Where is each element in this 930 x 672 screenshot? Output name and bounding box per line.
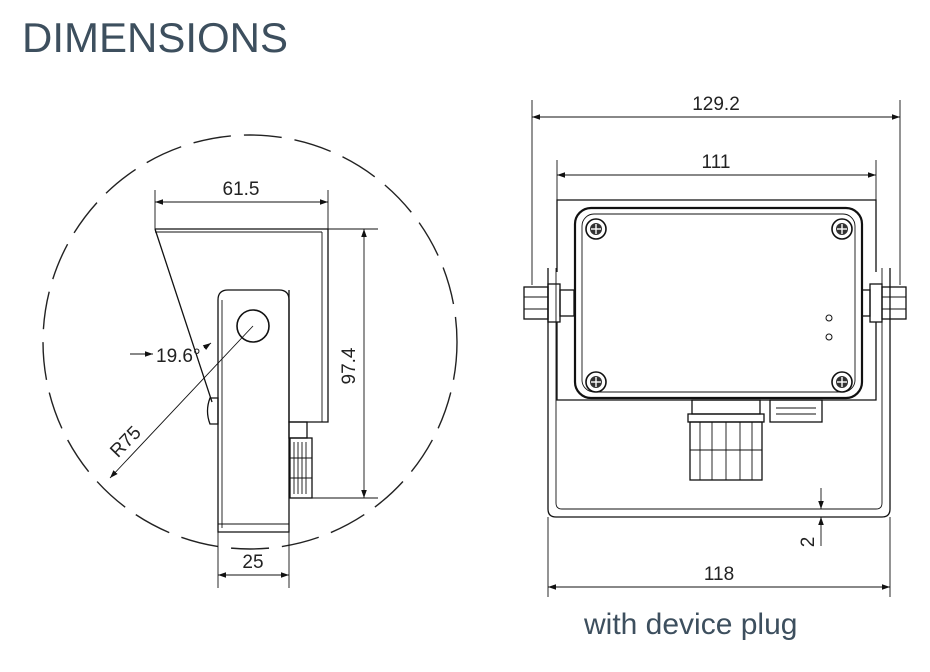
lid-screw-icon bbox=[831, 218, 853, 240]
dim-bracket-width: 118 bbox=[704, 564, 734, 585]
cable-gland bbox=[687, 399, 765, 481]
dim-thickness: 2 bbox=[798, 537, 819, 548]
dim-enclosure-width: 111 bbox=[702, 152, 731, 173]
dim-height: 97.4 bbox=[339, 347, 360, 384]
led-indicator-icon bbox=[825, 333, 833, 341]
u-bracket bbox=[547, 268, 891, 518]
housing-outline bbox=[155, 228, 329, 423]
front-view-caption: with device plug bbox=[584, 608, 798, 641]
led-indicator-icon bbox=[825, 314, 833, 322]
page-title: DIMENSIONS bbox=[22, 14, 289, 61]
mounting-bracket bbox=[217, 289, 290, 533]
left-knob bbox=[523, 283, 575, 323]
front-view: 129.2 111 2 118 bbox=[523, 94, 907, 597]
dim-overall-width: 129.2 bbox=[692, 94, 740, 115]
pivot-hole bbox=[236, 309, 270, 343]
dim-radius: R75 bbox=[106, 422, 145, 462]
device-plug bbox=[769, 399, 823, 423]
right-knob bbox=[861, 283, 907, 323]
cable-plug-side bbox=[288, 421, 313, 499]
swivel-radius-circle bbox=[42, 134, 458, 550]
lid-screw-icon bbox=[585, 371, 607, 393]
lid-screw-icon bbox=[585, 218, 607, 240]
enclosure-lid bbox=[573, 206, 864, 400]
dim-angle: 19.6° bbox=[156, 346, 201, 367]
dim-width-top: 61.5 bbox=[223, 179, 260, 200]
dim-width-bottom: 25 bbox=[242, 552, 263, 573]
lid-screw-icon bbox=[831, 371, 853, 393]
side-view: 61.5 97.4 19.6° R75 25 bbox=[42, 134, 458, 588]
